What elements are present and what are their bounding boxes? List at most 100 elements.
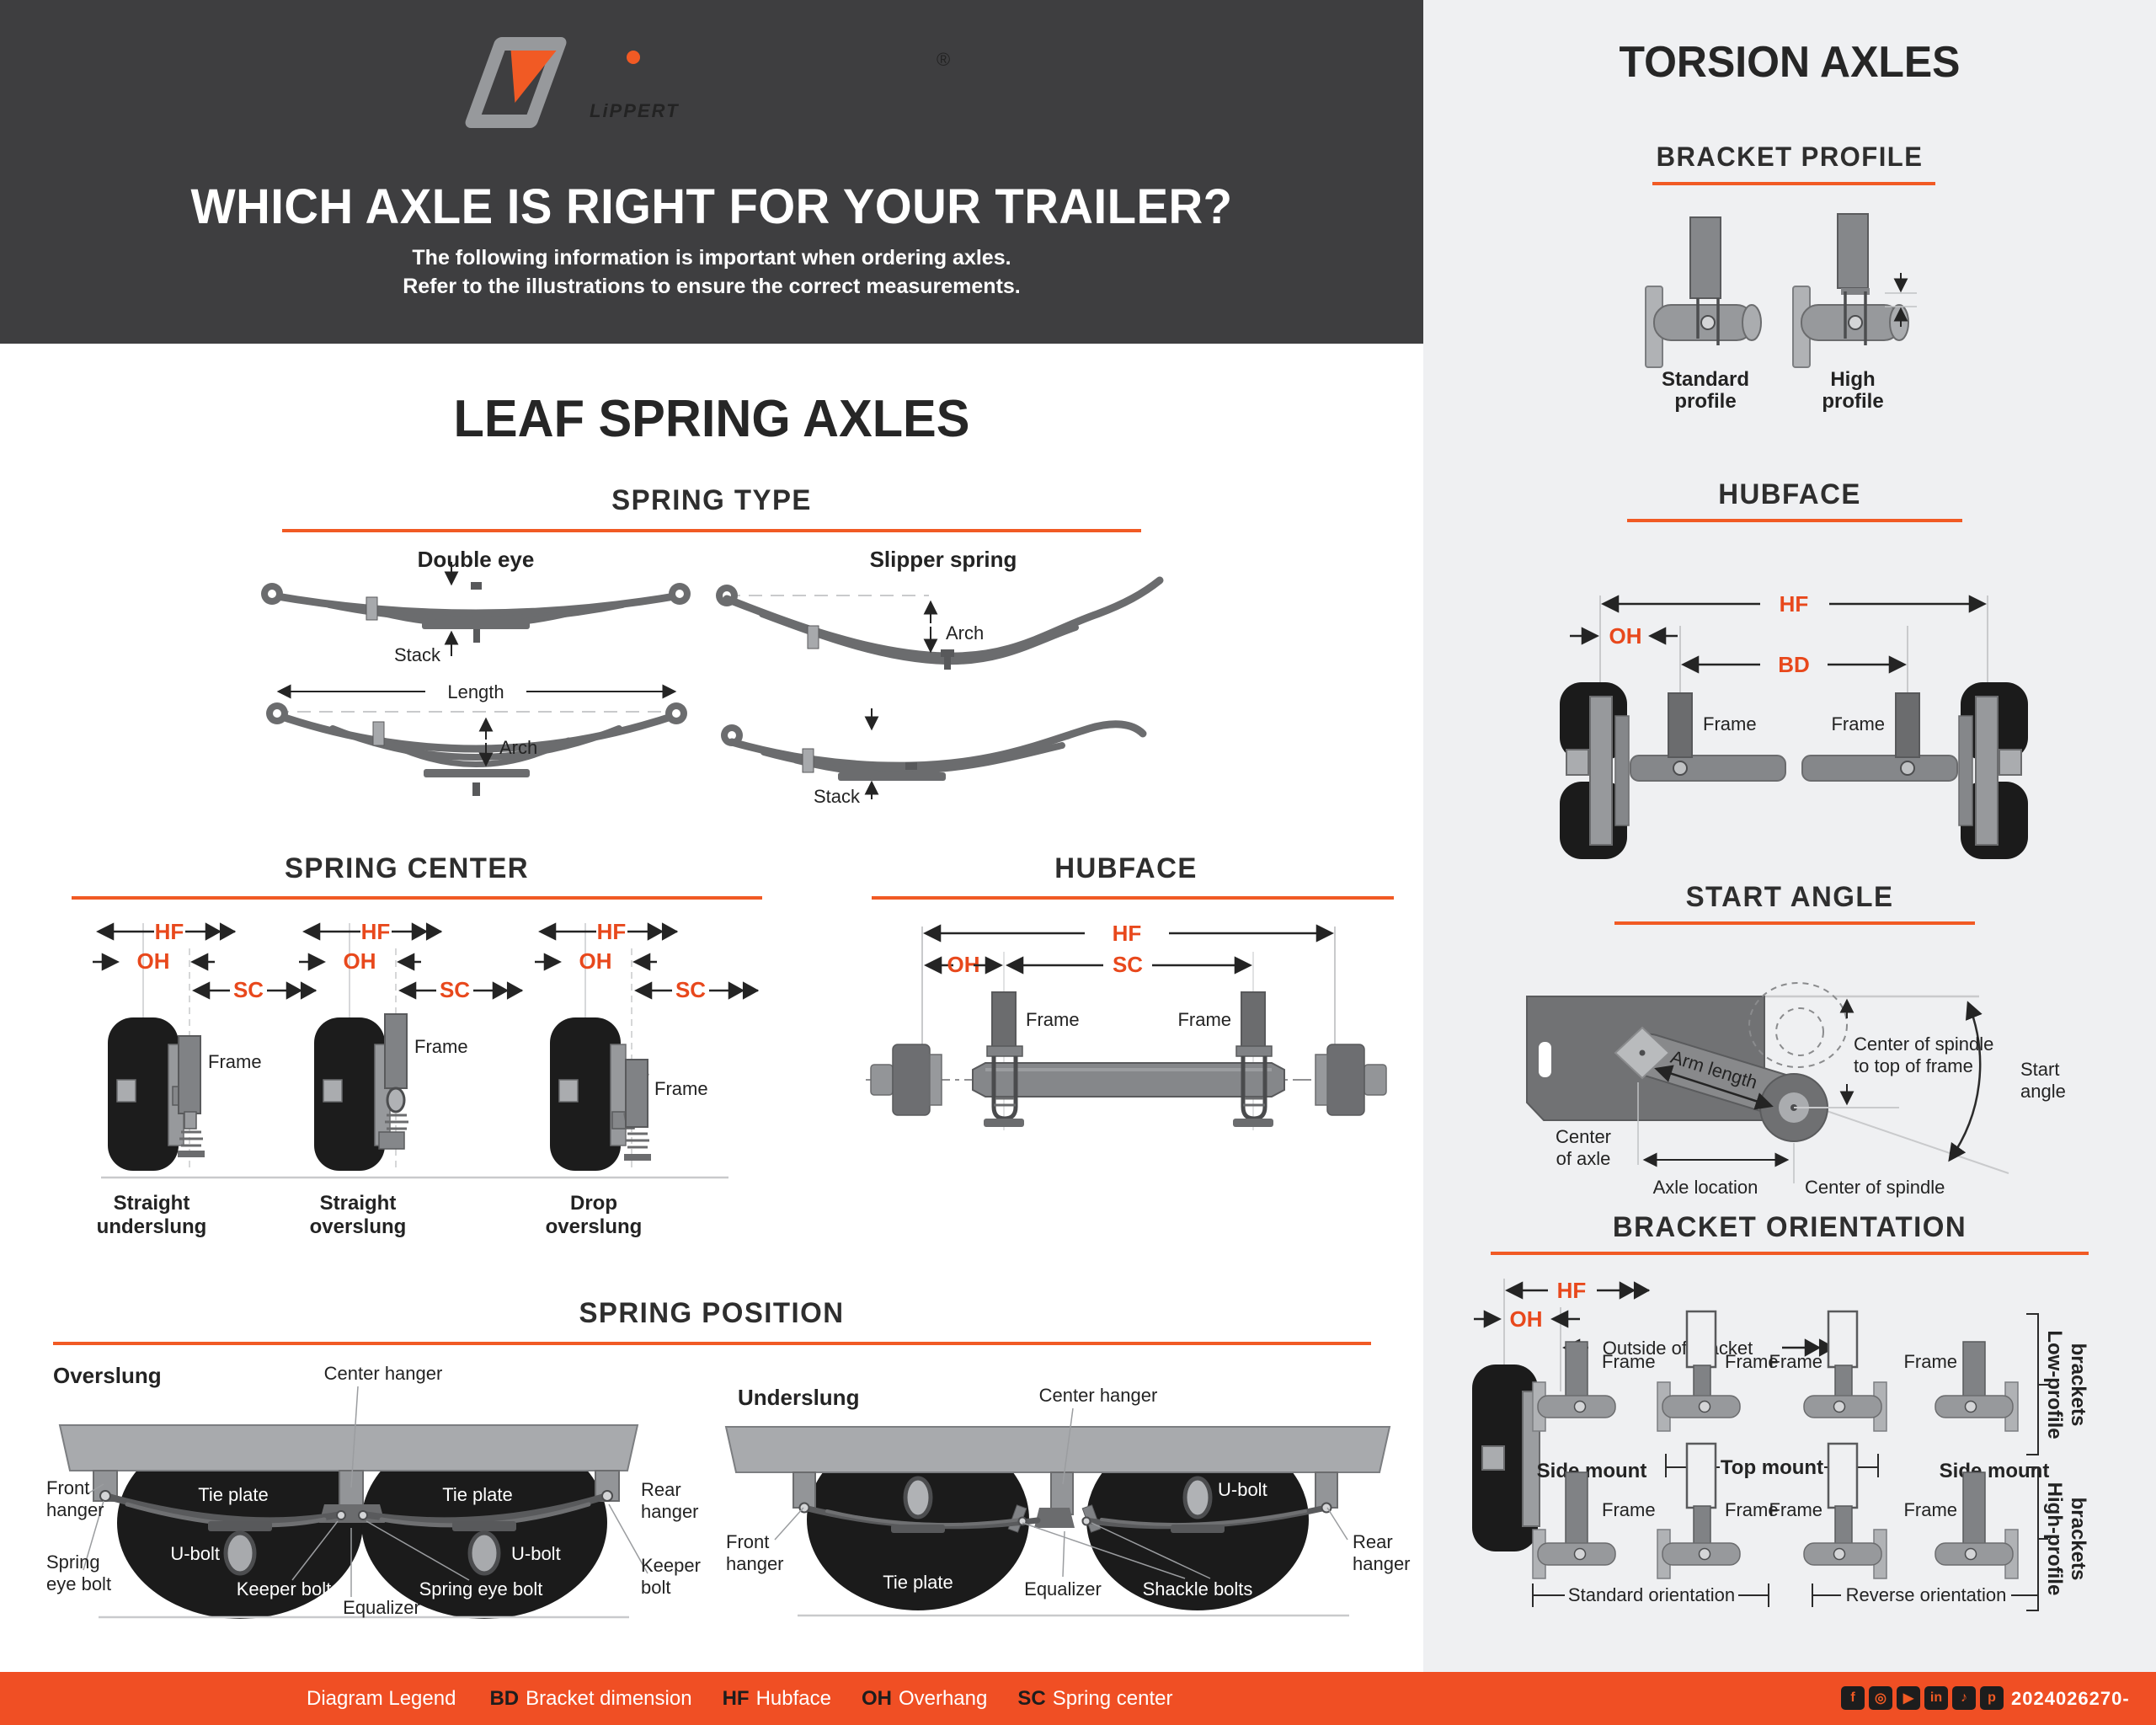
- straight-overslung-caption-line1: Straight: [320, 1192, 397, 1215]
- overslung-diagram: Overslung Center hanger Front hanger Spr…: [46, 1363, 701, 1619]
- oh-label: OH: [1609, 623, 1642, 649]
- legend-item-hf: HF Hubface: [722, 1686, 831, 1710]
- hf-label: HF: [155, 919, 184, 944]
- spindle-to-frame-label-line1: Center of spindle: [1854, 1033, 1993, 1055]
- frame-label: Frame: [1725, 1351, 1779, 1372]
- axle-location-label: Axle location: [1653, 1177, 1758, 1198]
- youtube-icon[interactable]: ▶: [1897, 1686, 1920, 1710]
- length-label: Length: [447, 681, 504, 702]
- spring-type-underline: [282, 529, 1141, 532]
- standard-profile-label-line2: profile: [1674, 390, 1736, 413]
- frame-label: Frame: [1026, 1009, 1080, 1030]
- tie-plate-label: Tie plate: [198, 1484, 269, 1505]
- top-mount-reverse-high: [1803, 1442, 1887, 1579]
- sc-label: SC: [1113, 952, 1143, 977]
- u-bolt-label: U-bolt: [1218, 1479, 1267, 1500]
- oh-label: OH: [137, 948, 170, 974]
- tiktok-icon[interactable]: ♪: [1952, 1686, 1976, 1710]
- sc-label: SC: [233, 977, 264, 1002]
- legend-item-sc: SC Spring center: [1017, 1686, 1173, 1710]
- stack-label: Stack: [394, 644, 441, 665]
- high-profile-brackets-label-line1: High-profile: [2043, 1482, 2066, 1596]
- start-angle-underline: [1614, 921, 1975, 925]
- torsion-axles-panel: TORSION AXLES BRACKET PROFILE: [1423, 0, 2156, 1672]
- center-of-axle-label-line2: of axle: [1556, 1148, 1611, 1169]
- facebook-icon[interactable]: f: [1841, 1686, 1865, 1710]
- center-of-axle-label-line1: Center: [1556, 1126, 1611, 1147]
- document-code: 2024026270-RA: [2011, 1688, 2130, 1709]
- spring-center-heading: SPRING CENTER: [284, 852, 530, 884]
- side-mount-label: Side mount: [1940, 1460, 2050, 1482]
- left-spring-seat: [984, 991, 1024, 1127]
- diagram-legend: Diagram Legend BD Bracket dimension HF H…: [307, 1672, 1203, 1725]
- wheel-illustration: [1472, 1365, 1540, 1551]
- left-wheel-illustration: [1560, 682, 1630, 859]
- left-hubface-underline: [872, 896, 1394, 900]
- bracket-orientation-diagram: HF OH Outside of bracket: [1472, 1278, 2089, 1611]
- registered-mark: ®: [937, 49, 950, 70]
- u-bolt-label: U-bolt: [511, 1543, 561, 1564]
- stack-label: Stack: [814, 786, 861, 807]
- frame-label: Frame: [1703, 713, 1757, 734]
- slipper-flat-spring: Stack: [721, 708, 1147, 807]
- header: LiPPERT ® WHICH AXLE IS RIGHT FOR YOUR T…: [0, 0, 1423, 344]
- hf-label: HF: [361, 919, 391, 944]
- sc-label: SC: [675, 977, 706, 1002]
- front-hanger-label-line1: Front: [46, 1477, 89, 1498]
- front-hanger-label-line2: hanger: [46, 1499, 104, 1520]
- trailer-frame: [58, 1424, 639, 1471]
- standard-orientation-label: Standard orientation: [1568, 1584, 1735, 1605]
- tie-plate-label: Tie plate: [883, 1572, 953, 1593]
- frame-label: Frame: [414, 1036, 468, 1057]
- oh-label: OH: [579, 948, 612, 974]
- left-hubface-diagram: HF OH SC: [866, 921, 1391, 1130]
- spindle-to-frame-label-line2: to top of frame: [1854, 1055, 1973, 1076]
- side-mount-reverse-low: [1935, 1341, 2019, 1432]
- spring-position-heading: SPRING POSITION: [579, 1297, 845, 1329]
- u-bolt-label: U-bolt: [170, 1543, 220, 1564]
- start-angle-diagram: Arm length Center of spindle to top of f…: [1526, 982, 2066, 1198]
- double-eye-label: Double eye: [418, 547, 535, 572]
- high-profile-brackets-label-line2: brackets: [2067, 1498, 2089, 1581]
- social-icons: f ◎ ▶ in ♪ p: [1841, 1686, 2004, 1710]
- page-title: WHICH AXLE IS RIGHT FOR YOUR TRAILER?: [190, 179, 1233, 234]
- top-mount-standard-high: [1657, 1442, 1741, 1579]
- bracket-profile-underline: [1652, 182, 1935, 185]
- reverse-orientation-label: Reverse orientation: [1846, 1584, 2007, 1605]
- brand-i-dot: [627, 51, 640, 64]
- bracket-orientation-heading: BRACKET ORIENTATION: [1612, 1211, 1967, 1243]
- outside-of-bracket-label: Outside of bracket: [1603, 1338, 1753, 1359]
- axle-illustration: [870, 1044, 1387, 1116]
- legend-item-oh: OH Overhang: [861, 1686, 988, 1710]
- high-profile-illustration: [1792, 213, 1917, 368]
- start-angle-heading: START ANGLE: [1685, 881, 1894, 913]
- keeper-bolt-label: Keeper bolt: [237, 1578, 332, 1599]
- lippert-logo-icon: [465, 37, 567, 128]
- spring-type-heading: SPRING TYPE: [611, 484, 812, 516]
- oh-label: OH: [1510, 1306, 1543, 1332]
- side-mount-reverse-high: [1935, 1471, 2019, 1579]
- arch-label: Arch: [946, 622, 984, 644]
- frame-label: Frame: [1903, 1499, 1957, 1520]
- drop-overslung-illustration: HF OH SC Frame Drop overslung: [535, 919, 760, 1238]
- spring-type-diagram: Double eye Slipper spring Stack Length: [261, 547, 1164, 807]
- right-spring-seat: [1233, 991, 1273, 1127]
- underslung-diagram: Underslung Center hanger Front hanger U-…: [724, 1385, 1411, 1617]
- linkedin-icon[interactable]: in: [1924, 1686, 1948, 1710]
- straight-overslung-caption-line2: overslung: [310, 1215, 407, 1238]
- bd-label: BD: [1778, 652, 1810, 677]
- underslung-title: Underslung: [738, 1385, 859, 1410]
- start-angle-label-line2: angle: [2020, 1081, 2066, 1102]
- rear-hanger-label-line2: hanger: [641, 1501, 699, 1522]
- straight-underslung-caption-line1: Straight: [114, 1192, 190, 1215]
- double-eye-arched-spring: Length Arch: [266, 681, 687, 796]
- legend-title: Diagram Legend: [307, 1686, 456, 1710]
- frame-label: Frame: [1725, 1499, 1779, 1520]
- instagram-icon[interactable]: ◎: [1869, 1686, 1892, 1710]
- frame-label: Frame: [1769, 1351, 1822, 1372]
- low-profile-brackets-label-line2: brackets: [2067, 1343, 2089, 1427]
- pinterest-icon[interactable]: p: [1980, 1686, 2004, 1710]
- high-profile-label-line1: High: [1830, 368, 1875, 391]
- hf-label: HF: [1113, 921, 1142, 946]
- bracket-orientation-underline: [1491, 1252, 2089, 1255]
